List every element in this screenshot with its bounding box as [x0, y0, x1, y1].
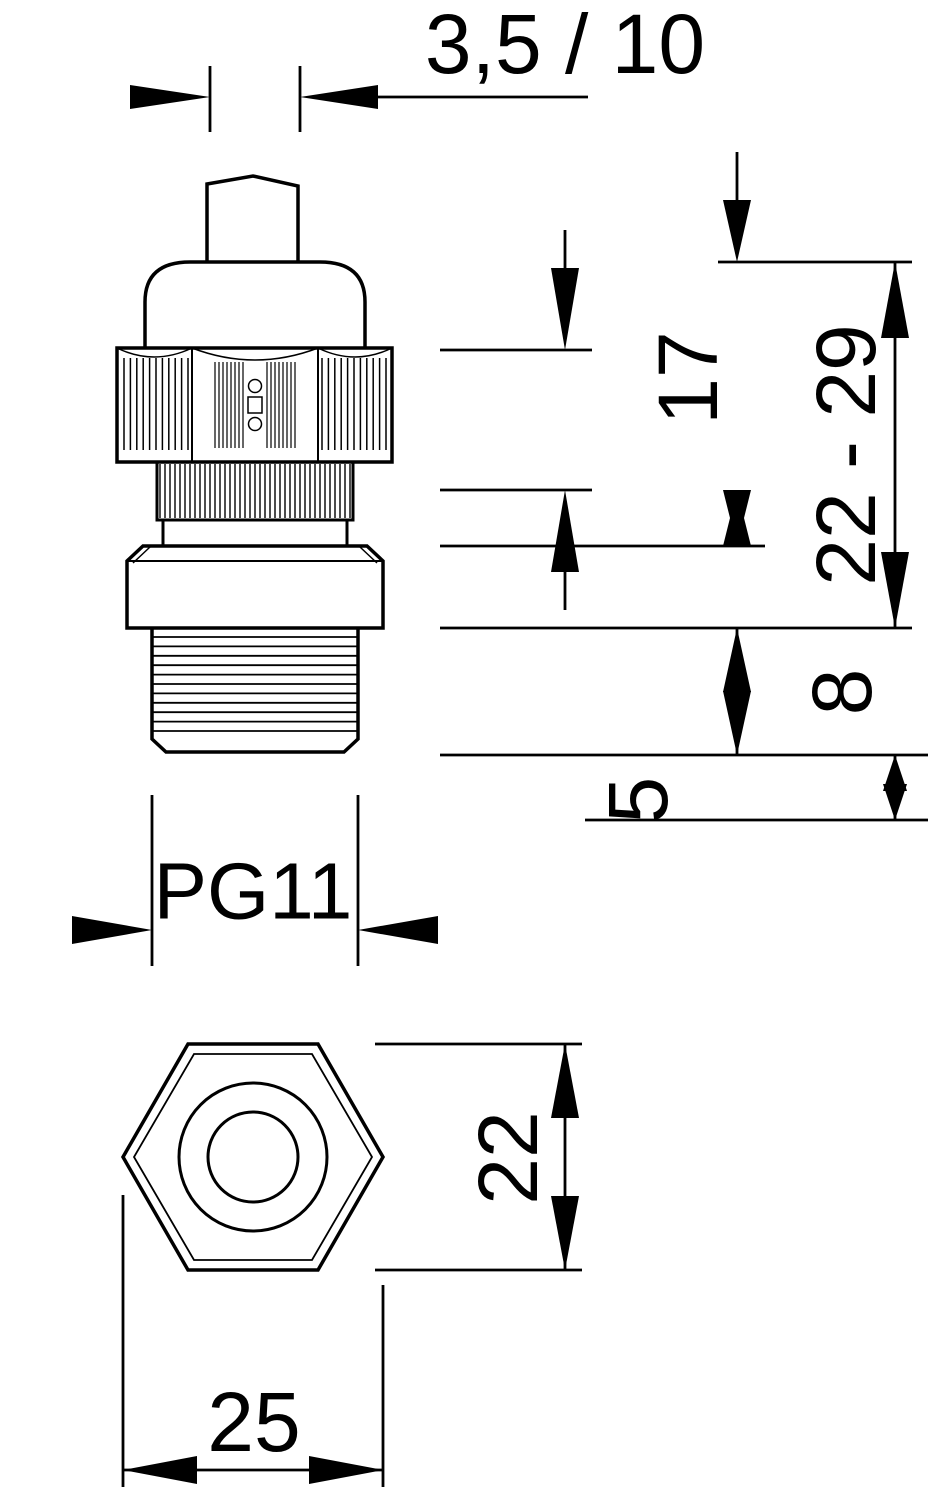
gripping-nut-knurl-right [321, 358, 387, 450]
arrow-down-icon [551, 268, 579, 350]
arrow-left-icon [123, 1456, 197, 1484]
body-circle [177, 1081, 329, 1233]
cable-stub [205, 174, 300, 262]
dim-across-flats: 22 [375, 1042, 582, 1272]
side-view [115, 174, 394, 754]
arrow-down-icon [723, 691, 751, 755]
gripping-nut-center-hatch-right [266, 362, 296, 448]
dim-cable-range: 3,5 / 10 [130, 0, 705, 132]
arrow-up-icon [723, 628, 751, 692]
thread-outline [150, 628, 360, 754]
gripping-nut-knurl-left [123, 358, 189, 450]
arrow-up-icon [883, 755, 907, 791]
lock-ring-outline [155, 460, 355, 522]
arrow-up-icon [881, 262, 909, 338]
arrow-down-icon [881, 552, 909, 628]
dim-tip-length: 5 [591, 755, 907, 823]
arrow-left-icon [358, 916, 438, 944]
middle-nut-outline [125, 544, 385, 630]
dim-thread-length: 8 [723, 628, 889, 755]
outer-hexagon [120, 1042, 386, 1272]
lock-ring-knurl [159, 464, 351, 518]
brand-mark [247, 378, 263, 432]
arrow-right-icon [309, 1456, 383, 1484]
dome-cap [143, 260, 367, 348]
gripping-nut-outline [115, 346, 394, 464]
inner-hexagon-chamfer [132, 1053, 374, 1261]
arrow-down-icon [551, 1196, 579, 1270]
dim-label-across-corners: 25 [207, 1375, 300, 1469]
extension-lines-right [440, 260, 928, 822]
arrow-up-icon [551, 490, 579, 572]
dim-label-thread-size: PG11 [154, 847, 353, 936]
middle-nut-corner-diagonals [132, 546, 378, 564]
arrow-left-icon [300, 85, 378, 109]
dim-label-thread-length: 8 [795, 669, 889, 716]
arrow-down-icon [723, 490, 751, 546]
dim-squeezed-arrows [723, 490, 751, 546]
dimensions: 3,5 / 10 17 [72, 0, 928, 1487]
dim-label-upper-height: 17 [641, 331, 735, 424]
dim-thread-size: PG11 [72, 795, 438, 966]
arrow-up-icon [551, 1044, 579, 1118]
dim-label-height-range: 22 - 29 [799, 324, 893, 586]
arrow-right-icon [72, 916, 152, 944]
dim-top-reference-arrow [723, 152, 751, 262]
arrow-down-icon [883, 784, 907, 820]
dim-label-across-flats: 22 [461, 1111, 555, 1204]
dim-label-cable-range: 3,5 / 10 [425, 0, 705, 91]
gripping-nut-center-hatch-left [214, 362, 244, 448]
dim-height-range: 22 - 29 [799, 262, 909, 628]
dim-across-corners: 25 [121, 1195, 385, 1487]
neck-edges [161, 520, 349, 546]
dim-label-tip-length: 5 [591, 777, 685, 824]
gripping-nut-facet-lines [191, 348, 319, 462]
arrow-down-icon [723, 200, 751, 262]
gripping-nut-chamfer-arcs [116, 347, 393, 361]
dim-upper-height: 17 [551, 230, 735, 610]
thread-lines [153, 636, 357, 732]
cable-hole-circle [206, 1110, 300, 1204]
arrow-right-icon [130, 85, 210, 109]
front-view [120, 1042, 386, 1272]
